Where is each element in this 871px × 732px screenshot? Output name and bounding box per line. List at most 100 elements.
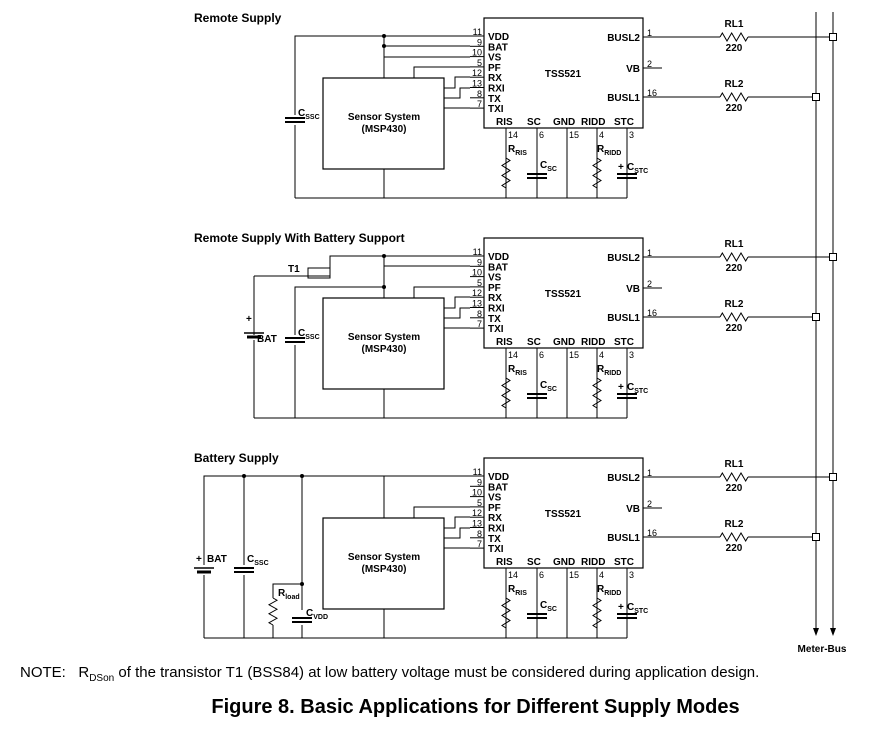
ic-pin-label: STC [614,557,634,568]
sensor-title: Sensor System [348,112,420,123]
ic-pin-label: RX [488,73,502,84]
ic-pin-number: 9 [477,477,482,487]
rl2-resistor [719,92,749,102]
sensor-subtitle: (MSP430) [361,344,406,355]
sc-label: CSC [540,380,557,393]
bus-arrow [830,628,836,636]
figure-caption: Figure 8. Basic Applications for Differe… [211,696,740,718]
ic-pin-label: PF [488,63,501,74]
ic-pin-number: 14 [508,350,518,360]
ridd-label: RRIDD [597,584,621,597]
ic-pin-label: SC [527,117,541,128]
bus-terminal [812,533,820,541]
ic-pin-label: RIS [496,557,513,568]
ic-pin-label: RX [488,293,502,304]
ic-box [483,17,644,129]
ic-pin-label: TX [488,534,501,545]
rl1-value: 220 [726,483,743,494]
rl2-label: RL2 [725,299,744,310]
wire [329,255,470,268]
ic-pin-label: TXI [488,544,504,555]
plus-sign: + [618,602,624,613]
plus-sign: + [196,554,202,565]
ic-pin-label: VB [626,64,640,75]
ic-pin-number: 11 [473,247,482,257]
ridd-label: RRIDD [597,144,621,157]
rl2-label: RL2 [725,79,744,90]
wire [203,475,470,565]
ris-label: RRIS [508,584,527,597]
ridd-resistor [592,157,602,189]
ic-pin-label: BAT [488,482,508,493]
ic-pin-label: BAT [488,262,508,273]
ic-pin-number: 3 [629,350,634,360]
ic-name: TSS521 [545,509,582,520]
rl2-resistor [719,532,749,542]
ic-pin-number: 5 [477,58,482,68]
ic-pin-label: RIDD [581,117,605,128]
ic-pin-label: TXI [488,104,504,115]
ic-pin-label: PF [488,283,501,294]
ic-pin-number: 7 [477,319,482,329]
ic-pin-label: RXI [488,84,505,95]
ic-pin-label: VDD [488,472,509,483]
ic-pin-number: 11 [473,27,482,37]
rl1-label: RL1 [725,459,744,470]
ic-pin-label: SC [527,557,541,568]
ic-pin-label: GND [553,117,575,128]
junction-dot [382,34,386,38]
plus-sign: + [618,162,624,173]
ic-pin-label: BAT [488,42,508,53]
bus-terminal [829,473,837,481]
load-resistor [267,597,279,626]
bat-label: BAT [257,334,277,345]
rl1-value: 220 [726,43,743,54]
meter-bus-label: Meter-Bus [798,644,847,655]
stc-label: CSTC [627,602,648,615]
bat-label: BAT [207,554,227,565]
ic-pin-label: VS [488,493,502,504]
ic-pin-label: VB [626,284,640,295]
junction-dot [300,582,304,586]
ic-pin-label: GND [553,337,575,348]
wire [444,516,470,529]
ic-pin-label: RXI [488,524,505,535]
junction-dot [382,254,386,258]
ic-pin-number: 13 [472,299,482,309]
wire [444,76,470,89]
ic-pin-label: VS [488,273,502,284]
wire [294,286,384,335]
ssc-label: CSSC [298,108,320,121]
ic-box [483,457,644,569]
ic-box [483,237,644,349]
ic-pin-number: 13 [472,79,482,89]
ic-pin-label: BUSL1 [607,93,640,104]
ic-pin-number: 10 [472,48,482,58]
junction-dot [382,285,386,289]
ic-pin-label: VB [626,504,640,515]
ic-pin-number: 11 [473,467,482,477]
ic-pin-number: 14 [508,130,518,140]
ic-pin-label: BUSL1 [607,313,640,324]
ridd-label: RRIDD [597,364,621,377]
wire [444,296,470,309]
ic-pin-label: VDD [488,252,509,263]
section-title: Battery Supply [194,451,279,465]
ic-pin-number: 4 [599,130,604,140]
ic-pin-number: 1 [647,248,652,258]
ic-pin-label: VS [488,53,502,64]
ic-pin-number: 8 [477,309,482,319]
ic-pin-label: RXI [488,304,505,315]
ic-pin-number: 12 [472,288,482,298]
wire [294,35,470,115]
ridd-resistor [592,597,602,629]
section-3: Battery SupplyTSS521VDD11BAT9VS10PF5RX12… [194,451,837,639]
ic-pin-number: 3 [629,570,634,580]
ic-pin-number: 9 [477,37,482,47]
wire [413,286,470,298]
ic-pin-number: 14 [508,570,518,580]
ic-pin-number: 16 [647,88,657,98]
ic-pin-number: 10 [472,268,482,278]
ic-pin-number: 1 [647,468,652,478]
design-note: NOTE: RDSon of the transistor T1 (BSS84)… [20,664,760,684]
